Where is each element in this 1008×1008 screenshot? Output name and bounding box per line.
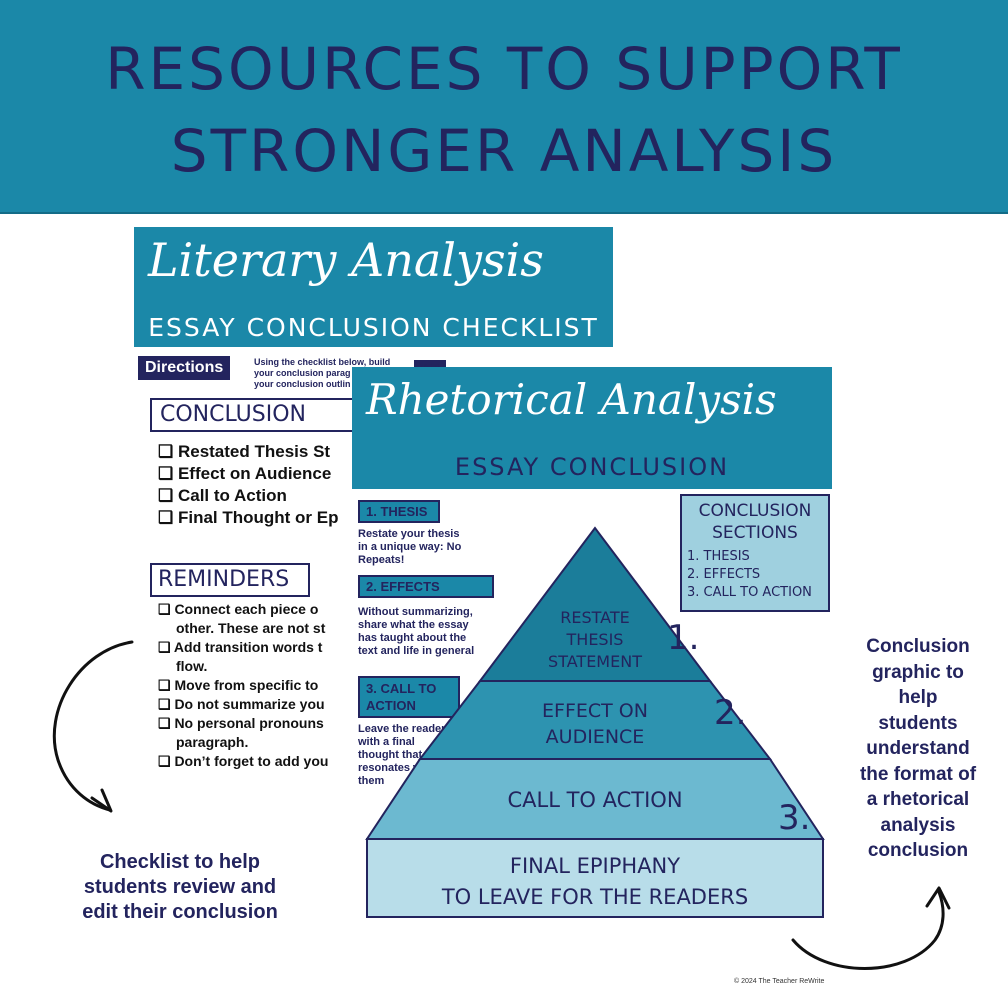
reminder-item: flow. <box>176 658 208 674</box>
reminder-item: other. These are not st <box>176 620 326 636</box>
rhetorical-subtitle: ESSAY CONCLUSION <box>454 453 730 481</box>
conclusion-pyramid <box>365 526 825 918</box>
sections-box-items: 1. THESIS 2. EFFECTS 3. CALL TO ACTION <box>687 549 812 600</box>
section-desc: Leave the reader with a final thought th… <box>358 723 446 787</box>
copyright: © 2024 The Teacher ReWrite <box>734 978 825 985</box>
conclusion-heading: CONCLUSION <box>150 398 402 432</box>
literary-header: Literary Analysis ESSAY CONCLUSION CHECK… <box>134 227 613 347</box>
reminder-item: ❑ Do not summarize you <box>158 696 325 712</box>
sections-box-title: CONCLUSION SECTIONS <box>698 501 812 543</box>
section-desc: Without summarizing, share what the essa… <box>358 606 475 657</box>
pyramid-tier-4 <box>366 838 824 918</box>
conclusion-checklist: ❑ Restated Thesis St ❑ Effect on Audienc… <box>158 441 339 529</box>
directions-text: Using the checklist below, build your co… <box>254 357 391 389</box>
reminder-item: ❑ Move from specific to <box>158 677 319 693</box>
section-label: 1. THESIS <box>358 500 440 523</box>
reminder-item: ❑ Don’t forget to add you <box>158 753 329 769</box>
reminder-item: ❑ Add transition words t <box>158 639 323 655</box>
section-label: 3. CALL TO ACTION <box>358 676 460 718</box>
reminders-heading: REMINDERS <box>150 563 310 597</box>
pyramid-labels: RESTATE THESIS STATEMENT EFFECT ON AUDIE… <box>360 525 830 920</box>
tier-1-label: RESTATE THESIS STATEMENT <box>548 608 642 671</box>
literary-title: Literary Analysis <box>148 233 544 287</box>
title-line-2: STRONGER ANALYSIS <box>170 117 838 185</box>
reminder-item: ❑ No personal pronouns <box>158 715 324 731</box>
tier-1-number: 1. <box>667 618 700 658</box>
checklist-item: ❑ Call to Action <box>158 486 287 505</box>
left-arrow-icon <box>52 640 134 813</box>
left-caption: Checklist to help students review and ed… <box>82 851 278 923</box>
checklist-item: ❑ Final Thought or Ep <box>158 508 339 527</box>
tier-4-label: FINAL EPIPHANY TO LEAVE FOR THE READERS <box>441 854 749 909</box>
checklist-item: ❑ Effect on Audience <box>158 464 332 483</box>
directions-label: Directions <box>138 356 231 380</box>
section-label: 2. EFFECTS <box>358 575 494 598</box>
rhetorical-title: Rhetorical Analysis <box>366 375 777 424</box>
name-tag: Name: <box>414 360 446 371</box>
tier-2-label: EFFECT ON AUDIENCE <box>542 700 648 748</box>
reminder-item: ❑ Connect each piece o <box>158 601 319 617</box>
rhetorical-header: Rhetorical Analysis ESSAY CONCLUSION <box>352 367 832 489</box>
section-effects: 2. EFFECTS Without summarizing, share wh… <box>358 575 498 658</box>
reminder-item: paragraph. <box>176 734 249 750</box>
tier-3-label: CALL TO ACTION <box>507 788 683 812</box>
title-line-1: RESOURCES TO SUPPORT <box>105 35 903 103</box>
section-call-to-action: 3. CALL TO ACTION Leave the reader with … <box>358 676 468 788</box>
section-thesis: 1. THESIS Restate your thesis in a uniqu… <box>358 500 494 567</box>
right-arrow-icon <box>791 886 951 970</box>
conclusion-sections-box: CONCLUSION SECTIONS 1. THESIS 2. EFFECTS… <box>680 494 830 612</box>
title-banner: RESOURCES TO SUPPORT STRONGER ANALYSIS <box>0 0 1008 214</box>
tier-2-number: 2. <box>714 693 747 733</box>
reminders-list: ❑ Connect each piece o other. These are … <box>158 600 328 771</box>
section-desc: Restate your thesis in a unique way: No … <box>358 528 462 566</box>
literary-subtitle: ESSAY CONCLUSION CHECKLIST <box>148 313 599 342</box>
tier-3-number: 3. <box>778 798 811 838</box>
checklist-item: ❑ Restated Thesis St <box>158 442 331 461</box>
right-caption: Conclusion graphic to help students unde… <box>859 636 977 861</box>
